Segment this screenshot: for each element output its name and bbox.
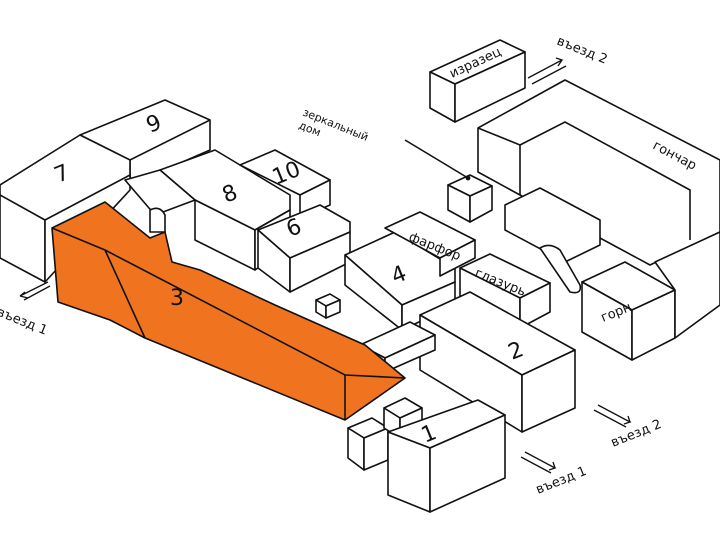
- small-cube: [315, 293, 341, 319]
- entry2-top-arrow: въезд 2: [527, 34, 610, 85]
- entry1-left-arrow: въезд 1: [0, 281, 51, 339]
- building-10[interactable]: 10: [239, 149, 331, 219]
- entry2-bottom-arrow: въезд 2: [593, 404, 664, 451]
- building-3-label: 3: [170, 286, 184, 311]
- entry2-top-label: въезд 2: [555, 34, 610, 68]
- entry1-bottom-arrow: въезд 1: [520, 451, 589, 498]
- entry1-left-label: въезд 1: [0, 305, 49, 339]
- building-glazur[interactable]: глазурь: [459, 253, 551, 329]
- building-1[interactable]: 1: [347, 397, 506, 513]
- building-8[interactable]: 8: [124, 149, 291, 271]
- building-2[interactable]: 2: [419, 291, 576, 433]
- building-4[interactable]: 4: [344, 231, 456, 331]
- building-3[interactable]: 3: [51, 201, 406, 421]
- building-gorn[interactable]: горн: [581, 231, 720, 361]
- building-gonchar[interactable]: гончар: [477, 79, 720, 294]
